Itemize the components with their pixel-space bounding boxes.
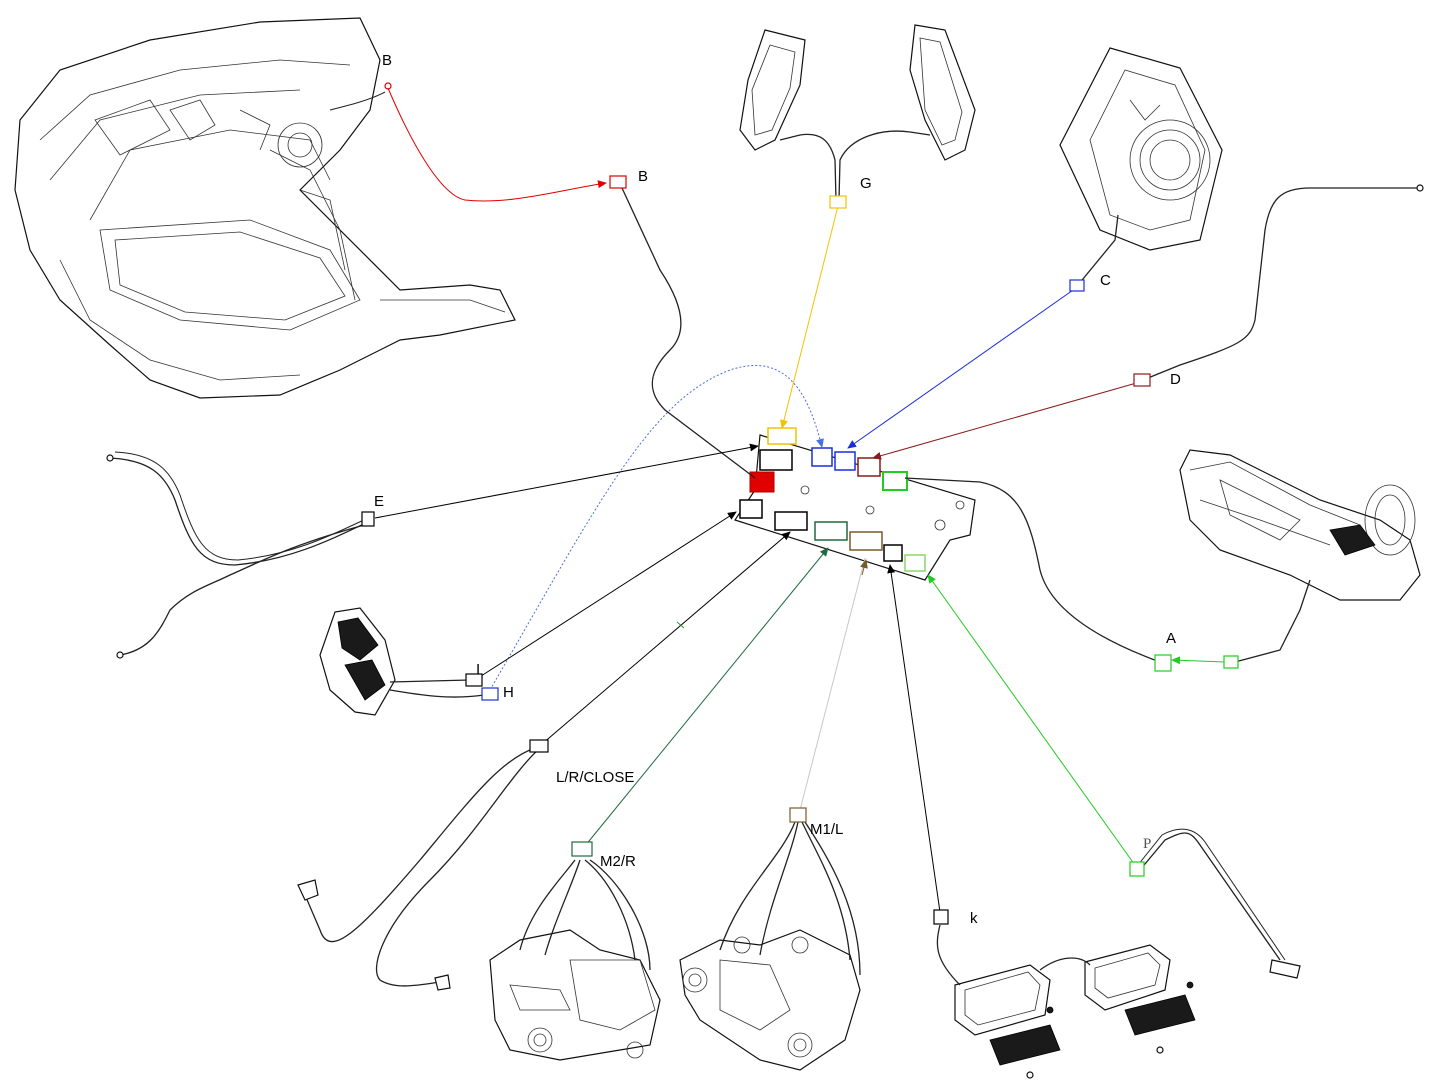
wire-g-yellow	[780, 205, 839, 429]
label-p: P	[1143, 836, 1151, 852]
board-connector-black-2	[739, 499, 763, 519]
module-box-c	[1059, 47, 1223, 286]
switch-pair-k	[936, 924, 1196, 1079]
board-connector-green	[882, 471, 908, 491]
label-b-connector: B	[638, 168, 648, 185]
label-i: I	[476, 661, 480, 678]
wire-p-green	[927, 574, 1138, 869]
stray-mark	[676, 621, 685, 629]
board-connector-darkred	[857, 457, 881, 477]
connector-e	[361, 511, 375, 527]
board-connector-lightgreen	[904, 554, 926, 572]
board-connectors	[739, 427, 926, 572]
connector-g	[829, 195, 847, 209]
wire-k-black	[887, 564, 941, 913]
wire-m1l-grey	[799, 557, 866, 811]
connector-m2r	[571, 841, 593, 857]
label-g: G	[860, 175, 872, 192]
connector-b	[609, 175, 627, 189]
headlamp-a	[1179, 449, 1421, 663]
connector-m1l	[789, 807, 807, 823]
label-c: C	[1100, 272, 1111, 289]
connector-k	[933, 909, 949, 925]
connector-d	[1133, 373, 1151, 387]
label-a: A	[1166, 630, 1176, 647]
connector-p	[1129, 861, 1145, 877]
connector-a-plug	[1154, 654, 1172, 672]
wire-c-blue	[847, 287, 1077, 449]
board-connector-blue-2	[834, 451, 856, 471]
cable-d	[1147, 184, 1424, 379]
switch-panel-ih	[319, 607, 485, 716]
board-connector-darkgreen	[814, 521, 848, 541]
actuator-m2r	[489, 859, 661, 1061]
wire-d-darkred	[872, 381, 1141, 460]
label-d: D	[1170, 371, 1181, 388]
board-connector-black-3	[774, 511, 808, 531]
lamp-pair-g	[739, 24, 976, 201]
label-k: k	[970, 910, 978, 927]
board-connector-yellow	[767, 427, 797, 445]
cable-a-to-board	[904, 477, 1161, 663]
wire-b-red	[387, 87, 607, 202]
label-b-top: B	[382, 52, 392, 69]
cable-lr-close	[297, 747, 541, 991]
board-connector-black-1	[759, 449, 793, 471]
label-lr-close: L/R/CLOSE	[556, 769, 634, 786]
board-connector-blue-1	[811, 447, 833, 467]
connector-h	[481, 687, 499, 701]
connector-c	[1069, 279, 1085, 292]
connector-lr-close	[529, 739, 549, 753]
label-h: H	[503, 684, 514, 701]
connector-a-socket	[1223, 655, 1239, 669]
wire-h-blue-dashed	[489, 364, 824, 691]
wire-m2r-darkgreen	[584, 547, 829, 847]
label-m2r: M2/R	[600, 853, 636, 870]
label-m1l: M1/L	[810, 821, 843, 838]
cable-b-to-board	[621, 187, 756, 479]
wire-lr-close-black	[541, 531, 791, 745]
front-housing-part	[14, 17, 516, 399]
wire-a-green	[1171, 656, 1226, 665]
board-connector-black-4	[883, 544, 903, 562]
wire-e-black	[374, 443, 759, 519]
board-connector-brown	[849, 531, 883, 551]
control-board	[734, 434, 976, 581]
wire-m1l-arrowhead	[860, 559, 868, 576]
board-connector-red	[749, 471, 775, 493]
connector-i	[465, 673, 483, 687]
label-e: E	[374, 493, 384, 510]
actuator-m1l	[679, 821, 861, 1071]
cable-p	[1137, 828, 1301, 979]
cable-e	[106, 451, 369, 659]
wire-i-black	[477, 511, 737, 679]
